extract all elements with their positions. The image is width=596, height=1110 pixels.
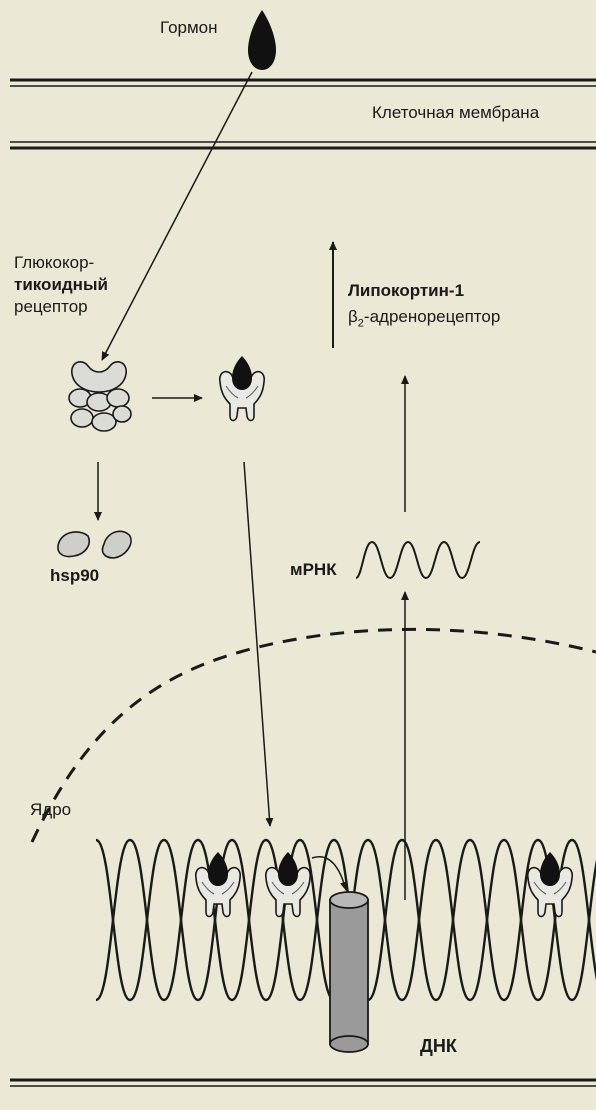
hsp90-shape bbox=[58, 531, 131, 558]
receptor-label-line-1: Глюкокор- bbox=[14, 252, 108, 274]
products-label: Липокортин-1 β2-адренорецептор bbox=[348, 278, 500, 333]
dna-bound-receptor-3 bbox=[528, 852, 572, 917]
dna-label: ДНК bbox=[420, 1036, 457, 1057]
hormone-label: Гормон bbox=[160, 18, 218, 38]
dna-bound-receptor-1 bbox=[196, 852, 240, 917]
hsp90-label: hsp90 bbox=[50, 566, 99, 586]
hormone-shape bbox=[248, 10, 276, 70]
receptor-label-line-2: тикоидный bbox=[14, 274, 108, 296]
bottom-membrane bbox=[10, 1080, 596, 1086]
nucleus-label: Ядро bbox=[30, 800, 71, 820]
mrna-label: мРНК bbox=[290, 560, 337, 580]
product-beta-receptor: β2-адренорецептор bbox=[348, 304, 500, 332]
arrow-hormone-to-receptor bbox=[102, 72, 252, 360]
receptor-label: Глюкокор- тикоидный рецептор bbox=[14, 252, 108, 317]
receptor-hsp90-complex bbox=[69, 362, 131, 431]
receptor-label-line-3: рецептор bbox=[14, 296, 108, 318]
dna-bound-receptor-2 bbox=[266, 852, 310, 917]
nuclear-envelope bbox=[32, 629, 596, 842]
membrane-label: Клеточная мембрана bbox=[372, 103, 539, 123]
response-element-cylinder bbox=[330, 892, 368, 1052]
product-lipocortin: Липокортин-1 bbox=[348, 278, 500, 304]
activated-receptor bbox=[220, 356, 264, 421]
product-beta-symbol: β bbox=[348, 307, 358, 326]
mrna-wave bbox=[356, 542, 480, 578]
arrow-to-response-element bbox=[312, 857, 346, 890]
product-beta-text: -адренорецептор bbox=[364, 307, 500, 326]
